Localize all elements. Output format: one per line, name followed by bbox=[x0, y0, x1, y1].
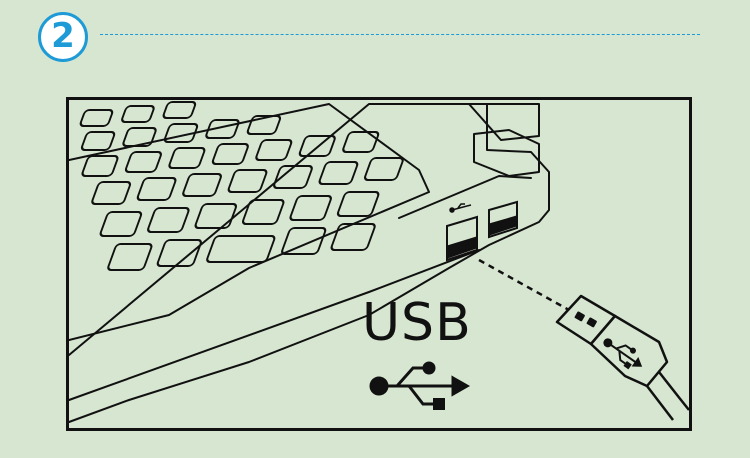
step-badge: 2 bbox=[38, 12, 88, 62]
step-number: 2 bbox=[51, 16, 75, 56]
usb-plug bbox=[555, 294, 689, 421]
usb-connection-illustration: USB bbox=[66, 97, 692, 431]
keyboard-keys bbox=[79, 101, 404, 271]
laptop-usb-drawing bbox=[69, 101, 689, 423]
usb-ports bbox=[446, 200, 518, 262]
laptop-outline bbox=[69, 103, 550, 423]
keyboard-deck bbox=[69, 103, 430, 341]
usb-trident-icon bbox=[369, 361, 471, 410]
connection-dashed-line bbox=[478, 258, 570, 312]
step-divider bbox=[100, 34, 700, 35]
plug-usb-icon bbox=[603, 338, 643, 370]
laptop-hinge bbox=[468, 103, 540, 141]
usb-label: USB bbox=[362, 293, 472, 353]
port-usb-icon bbox=[449, 203, 472, 213]
